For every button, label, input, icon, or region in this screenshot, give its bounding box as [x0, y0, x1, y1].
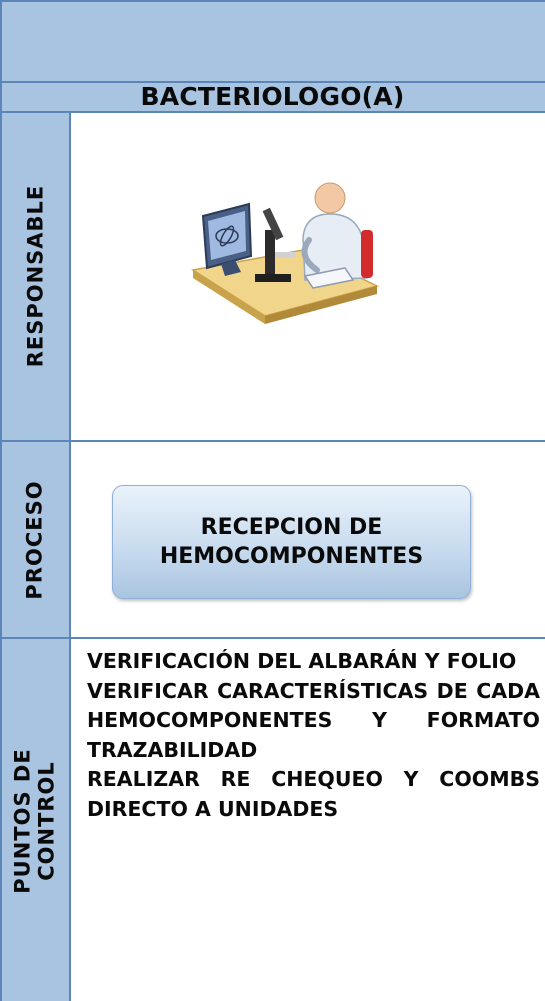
row-label-responsable: RESPONSABLE — [0, 112, 70, 440]
process-text: RECEPCION DE HEMOCOMPONENTES — [160, 513, 423, 571]
role-band — [0, 82, 545, 112]
grid-line — [0, 0, 2, 1001]
control-point: VERIFICAR CARACTERÍSTICAS DE CADA HEMOCO… — [87, 678, 540, 762]
role-title: BACTERIOLOGO(A) — [140, 82, 405, 111]
control-point: VERIFICACIÓN DEL ALBARÁN Y FOLIO — [87, 649, 517, 673]
scientist-microscope-icon — [190, 182, 380, 324]
process-line2: HEMOCOMPONENTES — [159, 544, 424, 569]
process-box: RECEPCION DE HEMOCOMPONENTES — [112, 485, 471, 599]
header-band — [0, 0, 545, 82]
control-points-text: VERIFICACIÓN DEL ALBARÁN Y FOLIO VERIFIC… — [87, 647, 540, 824]
grid-line — [0, 440, 545, 442]
grid-line — [0, 0, 545, 2]
grid-line — [69, 112, 71, 1001]
grid-line — [0, 111, 545, 113]
control-point: REALIZAR RE CHEQUEO Y COOMBS DIRECTO A U… — [87, 767, 540, 821]
puntos-label: PUNTOS DE CONTROL — [11, 748, 59, 893]
row-label-proceso: PROCESO — [0, 442, 70, 637]
proceso-label: PROCESO — [23, 479, 47, 600]
grid-line — [0, 81, 545, 83]
row-label-column — [0, 112, 70, 1001]
grid-line — [0, 637, 545, 639]
puntos-label-line1: PUNTOS DE — [11, 747, 36, 894]
responsable-label: RESPONSABLE — [23, 184, 48, 368]
row-label-puntos-de-control: PUNTOS DE CONTROL — [0, 640, 70, 1001]
puntos-label-line2: CONTROL — [35, 760, 60, 881]
process-line1: RECEPCION DE — [200, 515, 383, 540]
